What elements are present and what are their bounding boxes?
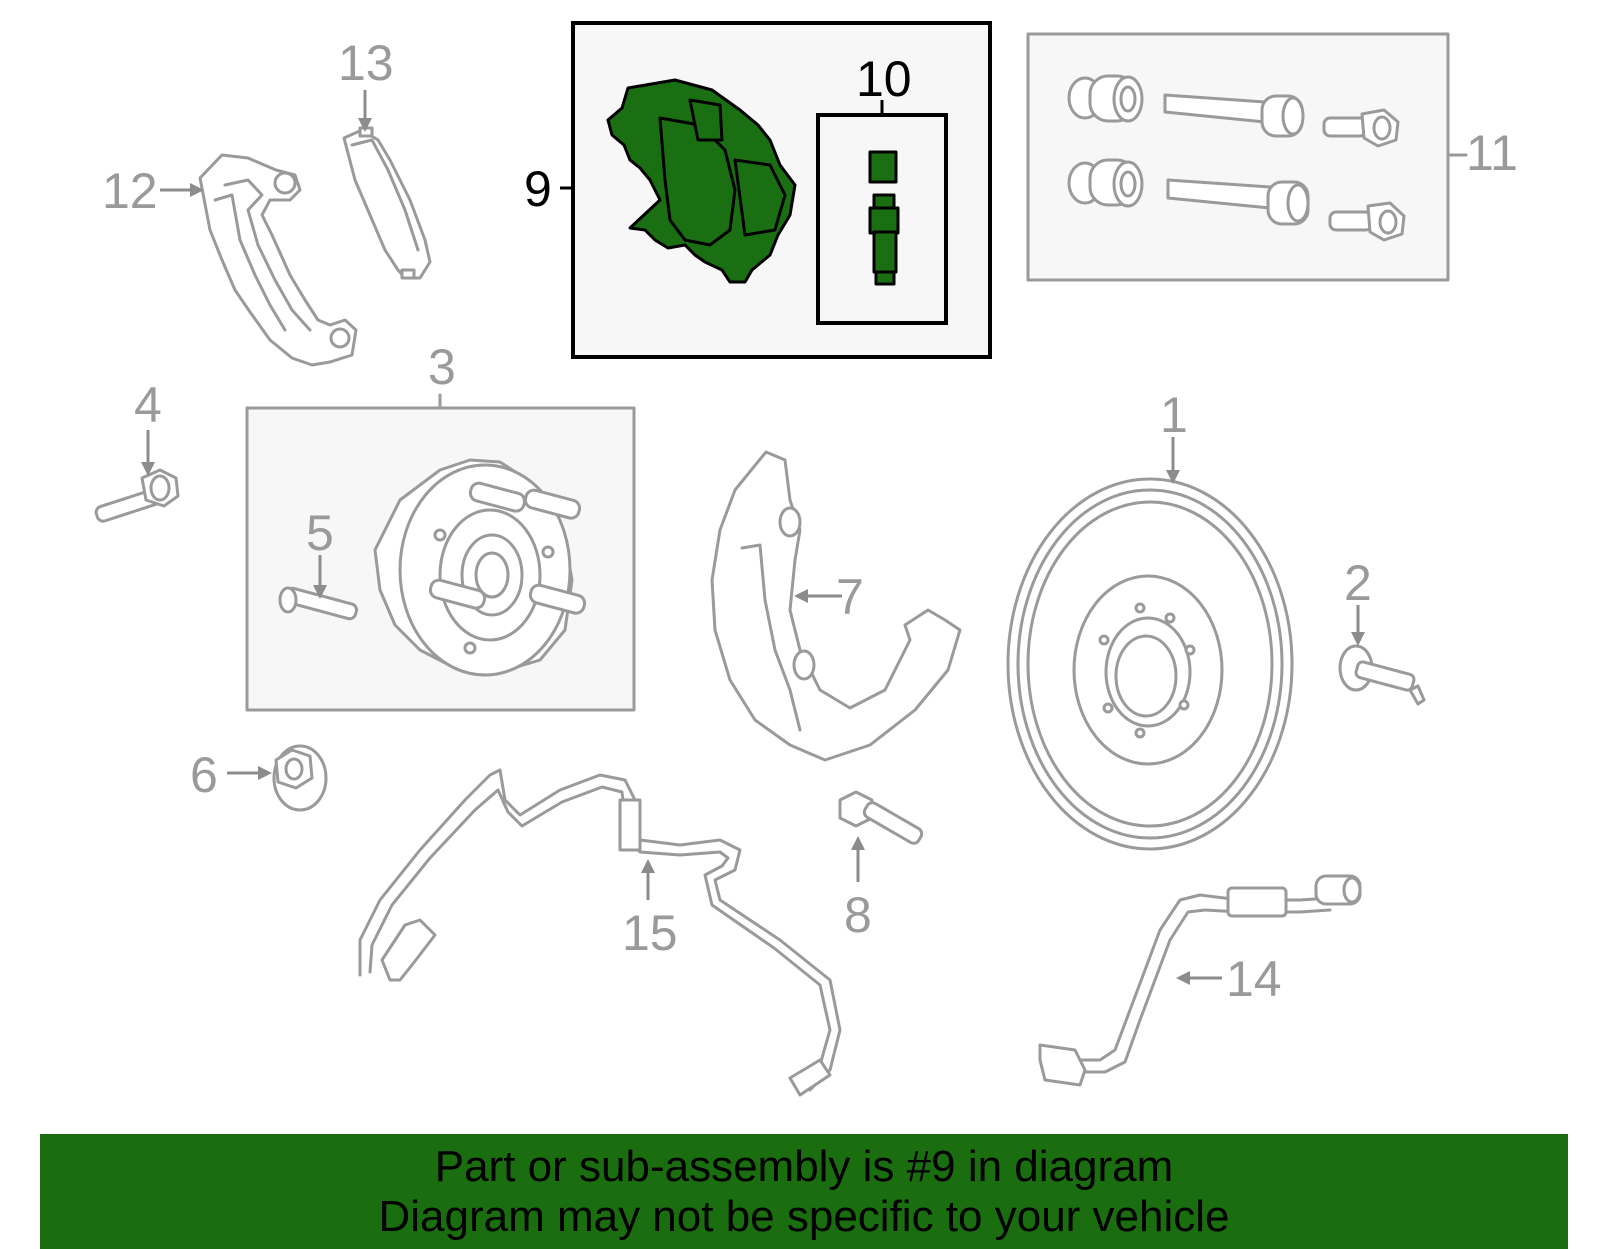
callout-7: 7: [836, 569, 864, 625]
bushing-bottom: [1067, 158, 1144, 208]
part-6-nut[interactable]: [272, 744, 328, 812]
hub-bearing: [373, 458, 587, 677]
callout-15: 15: [622, 905, 678, 961]
banner-line-1: Part or sub-assembly is #9 in diagram: [434, 1141, 1174, 1191]
bolt-bottom: [1328, 201, 1406, 242]
banner-line-2: Diagram may not be specific to your vehi…: [378, 1191, 1230, 1241]
bolt-top: [1322, 108, 1400, 148]
guide-pin-part-10[interactable]: [868, 150, 900, 286]
part-11-hardware-kit[interactable]: [1026, 32, 1468, 282]
part-8-bolt[interactable]: [838, 790, 924, 845]
callout-10: 10: [856, 51, 912, 107]
wheel-stud-part-5: [278, 586, 358, 621]
part-12-bracket[interactable]: [198, 153, 358, 367]
callout-14: 14: [1226, 951, 1282, 1007]
info-banner: Part or sub-assembly is #9 in diagram Di…: [40, 1134, 1568, 1249]
part-13-brake-pad[interactable]: [342, 126, 432, 280]
caliper-assembly-group[interactable]: [560, 21, 992, 359]
caliper-part-9[interactable]: [606, 78, 797, 284]
callout-4: 4: [134, 377, 162, 433]
callout-labels: 1 2 3 4 5 6 7 8 9 10 11 12 13 14 15: [102, 35, 1518, 1007]
callout-5: 5: [306, 505, 334, 561]
part-4-bolt[interactable]: [94, 468, 180, 523]
part-14-brake-hose[interactable]: [1038, 874, 1362, 1087]
callout-3: 3: [428, 339, 456, 395]
callout-6: 6: [190, 747, 218, 803]
callout-1: 1: [1160, 387, 1188, 443]
callout-9: 9: [524, 161, 552, 217]
callout-2: 2: [1344, 555, 1372, 611]
leader-arrows: [141, 90, 1365, 985]
callout-8: 8: [844, 887, 872, 943]
part-3-hub-box[interactable]: [245, 393, 636, 712]
callout-13: 13: [338, 35, 394, 91]
pin-top: [1163, 93, 1305, 138]
pin-bottom: [1166, 178, 1310, 226]
part-1-rotor[interactable]: [1006, 477, 1294, 851]
part-2-bolt[interactable]: [1338, 644, 1426, 706]
part-15-abs-sensor[interactable]: [358, 768, 842, 1097]
callout-11: 11: [1466, 125, 1518, 181]
part-7-dust-shield[interactable]: [710, 450, 962, 762]
bushing-top: [1067, 74, 1144, 123]
callout-12: 12: [102, 163, 158, 219]
